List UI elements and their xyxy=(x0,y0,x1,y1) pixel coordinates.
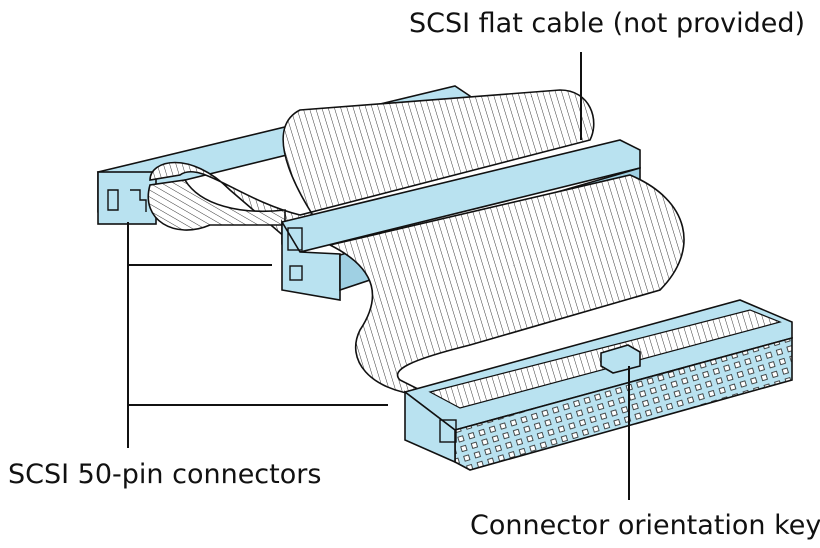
cable-label: SCSI flat cable (not provided) xyxy=(409,8,806,39)
leader-lines xyxy=(127,52,630,500)
orientation-key-label: Connector orientation key xyxy=(470,510,820,541)
front-connector xyxy=(403,299,793,471)
connectors-label: SCSI 50-pin connectors xyxy=(8,459,322,490)
ribbon-cable-lower xyxy=(327,174,685,396)
orientation-key-tab xyxy=(600,344,641,374)
ribbon-cable xyxy=(147,89,595,251)
